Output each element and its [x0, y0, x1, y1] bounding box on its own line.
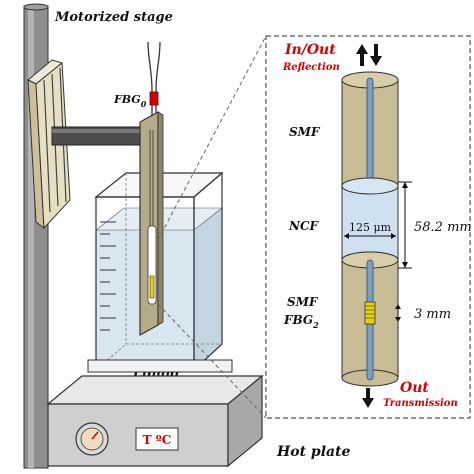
fbg0-label: FBG0 — [113, 93, 147, 109]
in-out-arrow — [356, 44, 382, 66]
fbg0-marker — [149, 91, 159, 106]
ncf-length-label: 58.2 mm — [414, 220, 472, 235]
fiber-detail-cylinder — [341, 71, 399, 387]
thermostat-dial — [75, 422, 109, 456]
beaker-scale — [100, 221, 116, 331]
immersed-sensor — [147, 225, 157, 305]
out-label: Out — [400, 380, 429, 396]
stage-arm — [51, 126, 145, 146]
reflection-label: Reflection — [282, 62, 340, 73]
diameter-label: 125 μm — [349, 221, 392, 234]
transmission-label: Transmission — [383, 398, 458, 409]
in-out-label: In/Out — [284, 42, 336, 58]
fbg2-grating-lines — [365, 305, 375, 319]
temperature-display: T ºC — [135, 427, 179, 451]
fbg2-length-arrow — [395, 304, 401, 322]
fbg2-length-label: 3 mm — [414, 307, 451, 322]
ncf-segment — [341, 185, 399, 261]
smf-top-label: SMF — [289, 125, 321, 139]
ncf-label: NCF — [288, 219, 320, 233]
temperature-label: T ºC — [143, 433, 172, 447]
zoom-callout-lines — [157, 35, 267, 419]
smf-bottom-label: SMF — [287, 295, 319, 309]
out-arrow — [362, 388, 374, 408]
motorized-stage-label: Motorized stage — [54, 10, 173, 25]
ncf-length-arrow — [398, 181, 412, 269]
hot-plate-label: Hot plate — [276, 444, 351, 460]
fbg2-label: FBG2 — [283, 313, 319, 330]
smf-core-top — [366, 77, 374, 189]
diameter-arrow — [344, 233, 396, 239]
fbg2-grating — [364, 301, 376, 325]
